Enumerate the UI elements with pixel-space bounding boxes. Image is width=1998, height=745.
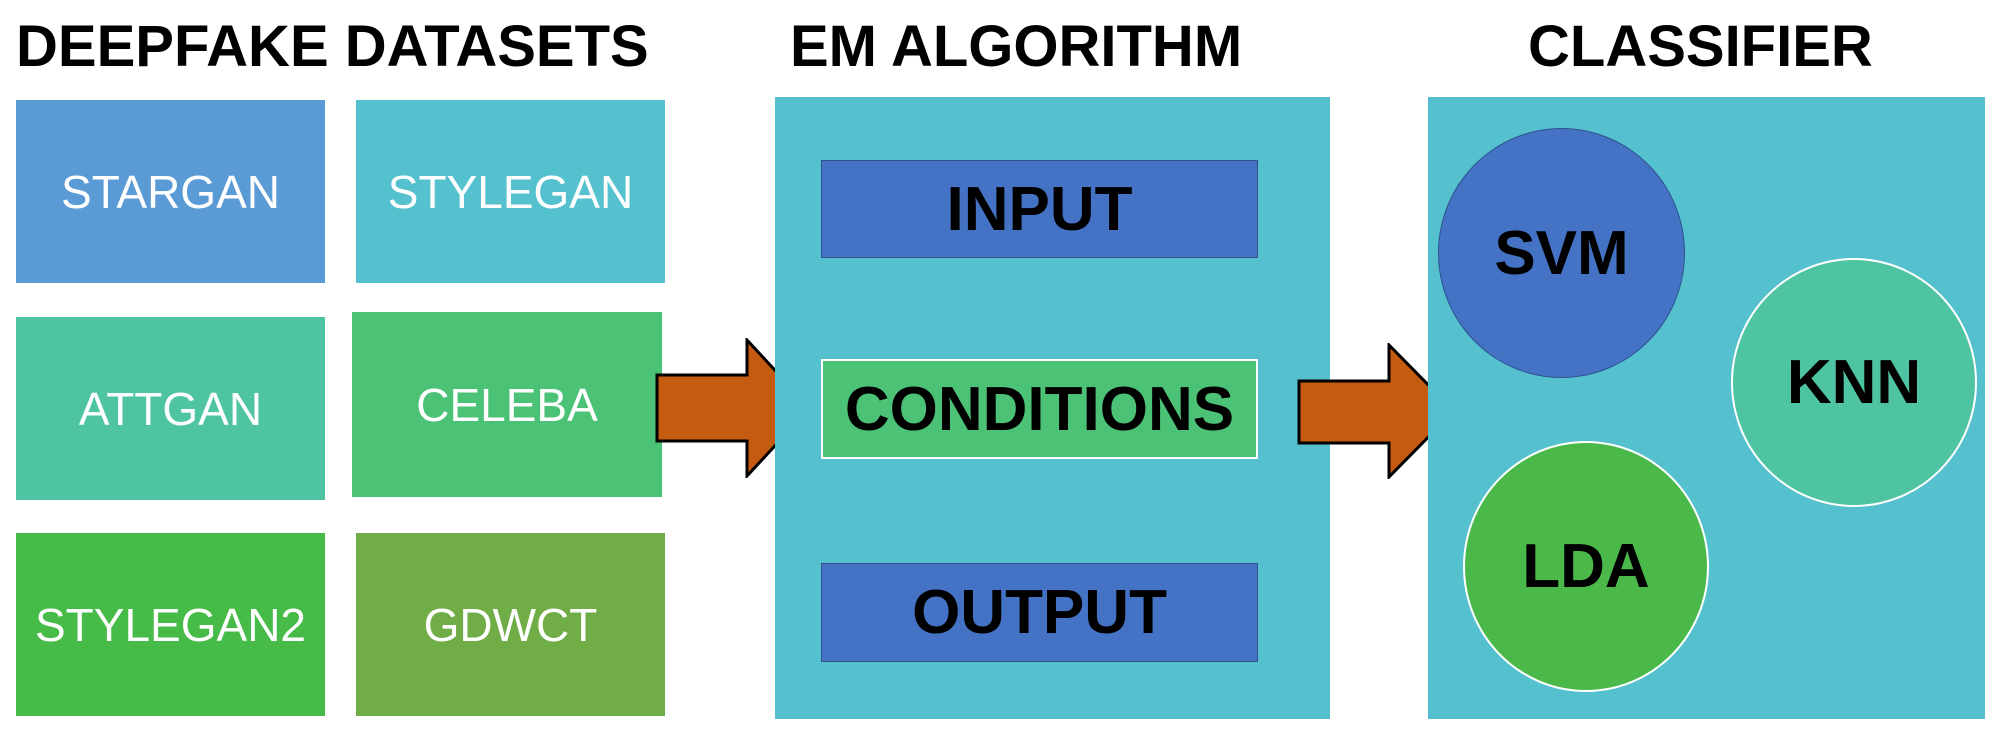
input-box: INPUT — [821, 160, 1258, 258]
lda-circle: LDA — [1463, 441, 1709, 692]
em-algorithm-heading: EM ALGORITHM — [790, 14, 1243, 79]
dataset-box-stylegan: STYLEGAN — [356, 100, 665, 283]
dataset-box-stylegan2: STYLEGAN2 — [16, 533, 325, 716]
classifier-heading: CLASSIFIER — [1528, 14, 1873, 79]
dataset-box-attgan: ATTGAN — [16, 317, 325, 500]
deepfake-datasets-heading: DEEPFAKE DATASETS — [16, 14, 649, 79]
dataset-box-gdwct: GDWCT — [356, 533, 665, 716]
svm-circle: SVM — [1438, 128, 1685, 378]
knn-circle: KNN — [1731, 258, 1977, 507]
output-box: OUTPUT — [821, 563, 1258, 662]
conditions-box: CONDITIONS — [821, 359, 1258, 459]
dataset-box-stargan: STARGAN — [16, 100, 325, 283]
arrow-em-to-classifier — [1297, 343, 1457, 479]
dataset-box-celeba: CELEBA — [352, 312, 662, 497]
